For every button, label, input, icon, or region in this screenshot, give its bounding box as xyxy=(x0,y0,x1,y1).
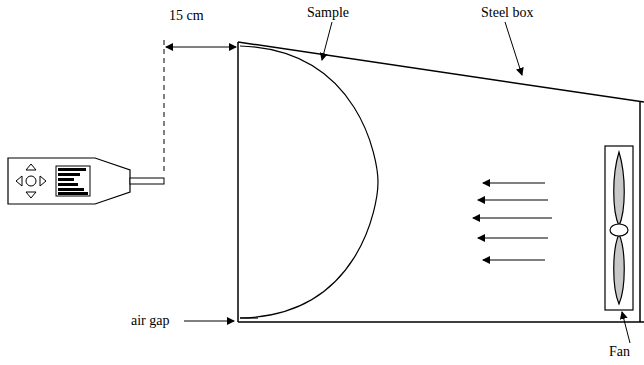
fan xyxy=(605,146,633,310)
fan-leader xyxy=(622,312,630,343)
sound-level-meter xyxy=(8,158,164,204)
sample-shell xyxy=(240,46,378,318)
part-label: air gap xyxy=(130,313,170,329)
air-gap-leader xyxy=(184,321,234,322)
steel-box xyxy=(238,42,644,322)
steel-box-leader xyxy=(505,22,522,75)
part-label: Steel box xyxy=(480,5,535,21)
distance-arrow xyxy=(166,47,236,48)
part-label: Sample xyxy=(306,5,350,21)
sample-leader xyxy=(322,22,332,60)
airflow-arrows xyxy=(473,183,552,260)
dimension-label: 15 cm xyxy=(168,8,205,24)
reference-line xyxy=(164,40,165,172)
part-label: Fan xyxy=(608,344,631,360)
